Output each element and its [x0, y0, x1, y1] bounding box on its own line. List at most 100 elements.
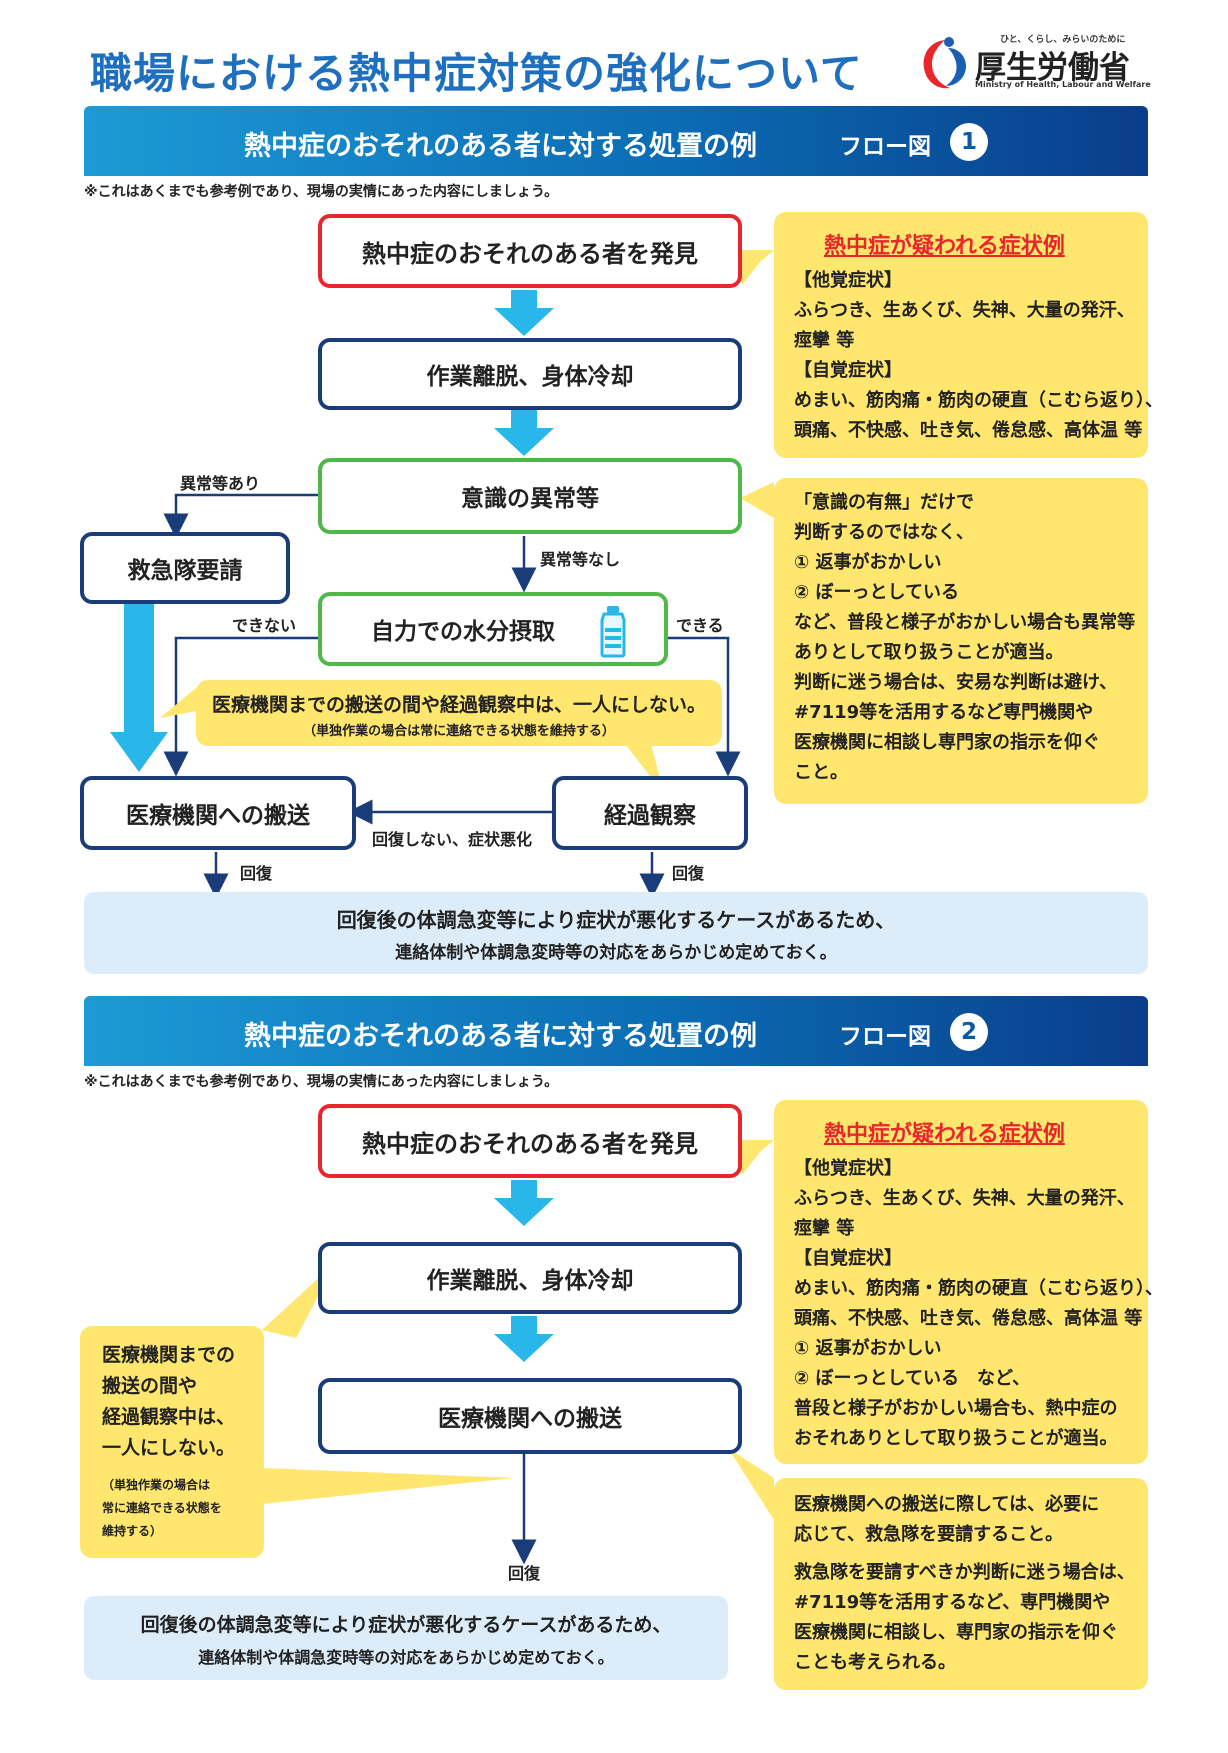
flow1-step-water-label: 自力での水分摂取	[371, 619, 555, 645]
logo-english: Ministry of Health, Labour and Welfare	[975, 80, 1151, 89]
flow2-banner: 熱中症のおそれのある者に対する処置の例 フロー図 2	[84, 996, 1148, 1066]
flow1-symptoms-line: 頭痛、不快感、吐き気、倦怠感、高体温 等	[794, 420, 1143, 441]
flow2-symptoms-line: ふらつき、生あくび、失神、大量の発汗、	[794, 1188, 1135, 1209]
flow2-note: ※これはあくまでも参考例であり、現場の実情にあった内容にしましょう。	[84, 1074, 559, 1090]
flow2-transport-line: ことも考えられる。	[794, 1652, 956, 1673]
flow2-footer: 回復後の体調急変等により症状が悪化するケースがあるため、 連絡体制や体調急変時等…	[84, 1596, 728, 1680]
flow1-footer: 回復後の体調急変等により症状が悪化するケースがあるため、 連絡体制や体調急変時等…	[84, 892, 1148, 974]
flow1-label-can: できる	[676, 616, 724, 635]
flow2-footer-line2: 連絡体制や体調急変時等の対応をあらかじめ定めておく。	[198, 1648, 614, 1667]
flow1-onealone-callout-line1: 医療機関までの搬送の間や経過観察中は、一人にしない。	[211, 694, 706, 716]
flow2-symptoms-line: おそれありとして取り扱うことが適当。	[794, 1428, 1118, 1449]
logo-name: 厚生労働省	[975, 50, 1130, 86]
flow2-transport-line: 救急隊を要請すべきか判断に迷う場合は、	[794, 1562, 1135, 1583]
flow1-arrow-cool-to-conscious	[494, 410, 554, 456]
flow1-symptoms-line: 痙攣 等	[794, 330, 855, 351]
flow1-label-abnormal: 異常等あり	[180, 474, 261, 493]
flow1-conscious-note-line: など、普段と様子がおかしい場合も異常等	[794, 612, 1136, 633]
page-title: 職場における熱中症対策の強化について	[90, 49, 863, 98]
flow1-label-recover-left: 回復	[240, 864, 273, 883]
flow1-banner-title: 熱中症のおそれのある者に対する処置の例	[244, 131, 757, 162]
flow2-step-cool: 作業離脱、身体冷却	[318, 1242, 742, 1314]
flow2-transport-callout-tail	[728, 1448, 774, 1520]
flow2-banner-number: 2	[950, 1013, 988, 1051]
flow1-symptoms-box: 熱中症が疑われる症状例 【他覚症状】 ふらつき、生あくび、失神、大量の発汗、 痙…	[774, 212, 1163, 458]
flow2-symptoms-line: めまい、筋肉痛・筋肉の硬直（こむら返り）、	[794, 1278, 1163, 1299]
flow1-step-conscious: 意識の異常等	[318, 458, 742, 534]
logo-tagline: ひと、くらし、みらいのために	[1000, 35, 1126, 45]
flow2-symptoms-line: 普段と様子がおかしい場合も、熱中症の	[794, 1398, 1118, 1419]
flow1-conscious-note-line: ② ぼーっとしている	[794, 582, 959, 603]
flow2-transport-line: 医療機関に相談し、専門家の指示を仰ぐ	[794, 1622, 1118, 1643]
flow1-conscious-note-line: #7119等を活用するなど専門機関や	[794, 702, 1094, 723]
flow1-symptoms-line: ふらつき、生あくび、失神、大量の発汗、	[794, 300, 1135, 321]
flow1-banner: 熱中症のおそれのある者に対する処置の例 フロー図 1	[84, 106, 1148, 176]
flow1-step-discover: 熱中症のおそれのある者を発見	[318, 214, 742, 288]
flow1-onealone-callout-line2: （単独作業の場合は常に連絡できる状態を維持する）	[303, 724, 615, 739]
flow2-banner-flow: フロー図	[839, 1024, 931, 1050]
flow1-label-recover-right: 回復	[672, 864, 705, 883]
flow1-footer-line1: 回復後の体調急変等により症状が悪化するケースがあるため、	[336, 908, 896, 932]
flow1-note: ※これはあくまでも参考例であり、現場の実情にあった内容にしましょう。	[84, 184, 559, 200]
flow2-arrow-cool-to-hospital	[494, 1316, 554, 1362]
flow2-onealone-line: 一人にしない。	[102, 1437, 236, 1459]
flow1-step-observe: 経過観察	[552, 776, 748, 850]
flow1-onealone-callout: 医療機関までの搬送の間や経過観察中は、一人にしない。 （単独作業の場合は常に連絡…	[196, 680, 722, 746]
flow1-banner-flow: フロー図	[839, 134, 931, 160]
flow2-onealone-line: 医療機関までの	[102, 1344, 236, 1366]
flow2-symptoms-heading: 熱中症が疑われる症状例	[824, 1122, 1065, 1147]
flow1-arrow-ambulance-to-hospital	[110, 604, 168, 772]
flow1-conscious-note-line: 判断に迷う場合は、安易な判断は避け、	[794, 672, 1118, 693]
flow1-symptom-callout-tail	[740, 250, 774, 285]
flow2-onealone-line: 搬送の間や	[102, 1375, 198, 1397]
flow1-label-cannot: できない	[232, 616, 297, 635]
flow2-transport-line: 医療機関への搬送に際しては、必要に	[794, 1494, 1100, 1515]
flow1-symptoms-line: 【他覚症状】	[794, 270, 902, 291]
flow1-step-hospital: 医療機関への搬送	[80, 776, 356, 850]
flow2-symptoms-line: 頭痛、不快感、吐き気、倦怠感、高体温 等	[794, 1308, 1143, 1329]
ministry-logo-icon	[923, 37, 966, 89]
flow1-conscious-note-line: ありとして取り扱うことが適当。	[794, 642, 1064, 663]
flow1-conscious-callout-tail	[740, 482, 774, 518]
flow2-onealone-callout-tail-top	[262, 1262, 336, 1338]
flow2-symptoms-line: 【他覚症状】	[794, 1158, 902, 1179]
flow1-label-worsen: 回復しない、症状悪化	[372, 830, 533, 849]
flow2-symptom-callout-tail	[740, 1140, 774, 1175]
flow1-conscious-note-line: 「意識の有無」だけで	[794, 492, 974, 513]
flow1-conscious-note-line: ① 返事がおかしい	[794, 552, 942, 573]
flow2-symptoms-line: 痙攣 等	[794, 1218, 855, 1239]
flow1-symptoms-heading: 熱中症が疑われる症状例	[824, 234, 1065, 259]
flow1-symptoms-line: めまい、筋肉痛・筋肉の硬直（こむら返り）、	[794, 390, 1163, 411]
flow2-arrow-discover-to-cool	[494, 1180, 554, 1226]
flow1-banner-number: 1	[950, 123, 988, 161]
flow1-step-water: 自力での水分摂取	[318, 592, 668, 666]
flow2-onealone-sub: 常に連絡できる状態を	[102, 1501, 222, 1515]
flow2-symptoms-line: ① 返事がおかしい	[794, 1338, 942, 1359]
flow1-footer-line2: 連絡体制や体調急変時等の対応をあらかじめ定めておく。	[395, 943, 837, 963]
flow2-step-discover: 熱中症のおそれのある者を発見	[318, 1104, 742, 1178]
flow2-symptoms-line: ② ぼーっとしている など、	[794, 1368, 1031, 1389]
flow1-symptoms-line: 【自覚症状】	[794, 360, 902, 381]
flow1-conscious-note-line: 判断するのではなく、	[794, 522, 974, 543]
flow2-onealone-sub: （単独作業の場合は	[102, 1478, 211, 1492]
flow2-footer-line1: 回復後の体調急変等により症状が悪化するケースがあるため、	[140, 1614, 672, 1636]
flow2-symptoms-line: 【自覚症状】	[794, 1248, 902, 1269]
flow2-onealone-line: 経過観察中は、	[102, 1406, 236, 1428]
flow1-label-normal: 異常等なし	[540, 550, 621, 569]
flow2-step-hospital: 医療機関への搬送	[318, 1378, 742, 1454]
flow2-banner-title: 熱中症のおそれのある者に対する処置の例	[244, 1021, 757, 1052]
flow2-onealone-callout-tail-bottom	[262, 1468, 514, 1504]
flow2-onealone-callout: 医療機関までの 搬送の間や 経過観察中は、 一人にしない。 （単独作業の場合は …	[80, 1326, 264, 1558]
flow2-onealone-sub: 維持する）	[102, 1524, 163, 1538]
flow2-transport-line: 応じて、救急隊を要請すること。	[794, 1524, 1064, 1545]
flow1-step-ambulance: 救急隊要請	[80, 532, 290, 604]
flow1-step-cool: 作業離脱、身体冷却	[318, 338, 742, 410]
water-bottle-icon	[600, 606, 626, 658]
flow1-arrow-discover-to-cool	[494, 290, 554, 336]
flow2-transport-note-box: 医療機関への搬送に際しては、必要に 応じて、救急隊を要請すること。 救急隊を要請…	[774, 1478, 1148, 1690]
flow1-conscious-note-line: 医療機関に相談し専門家の指示を仰ぐ	[794, 732, 1100, 753]
flow2-label-recover: 回復	[508, 1564, 541, 1583]
flow1-conscious-note-box: 「意識の有無」だけで 判断するのではなく、 ① 返事がおかしい ② ぼーっとして…	[774, 478, 1148, 804]
flow1-conscious-note-line: こと。	[794, 762, 848, 783]
